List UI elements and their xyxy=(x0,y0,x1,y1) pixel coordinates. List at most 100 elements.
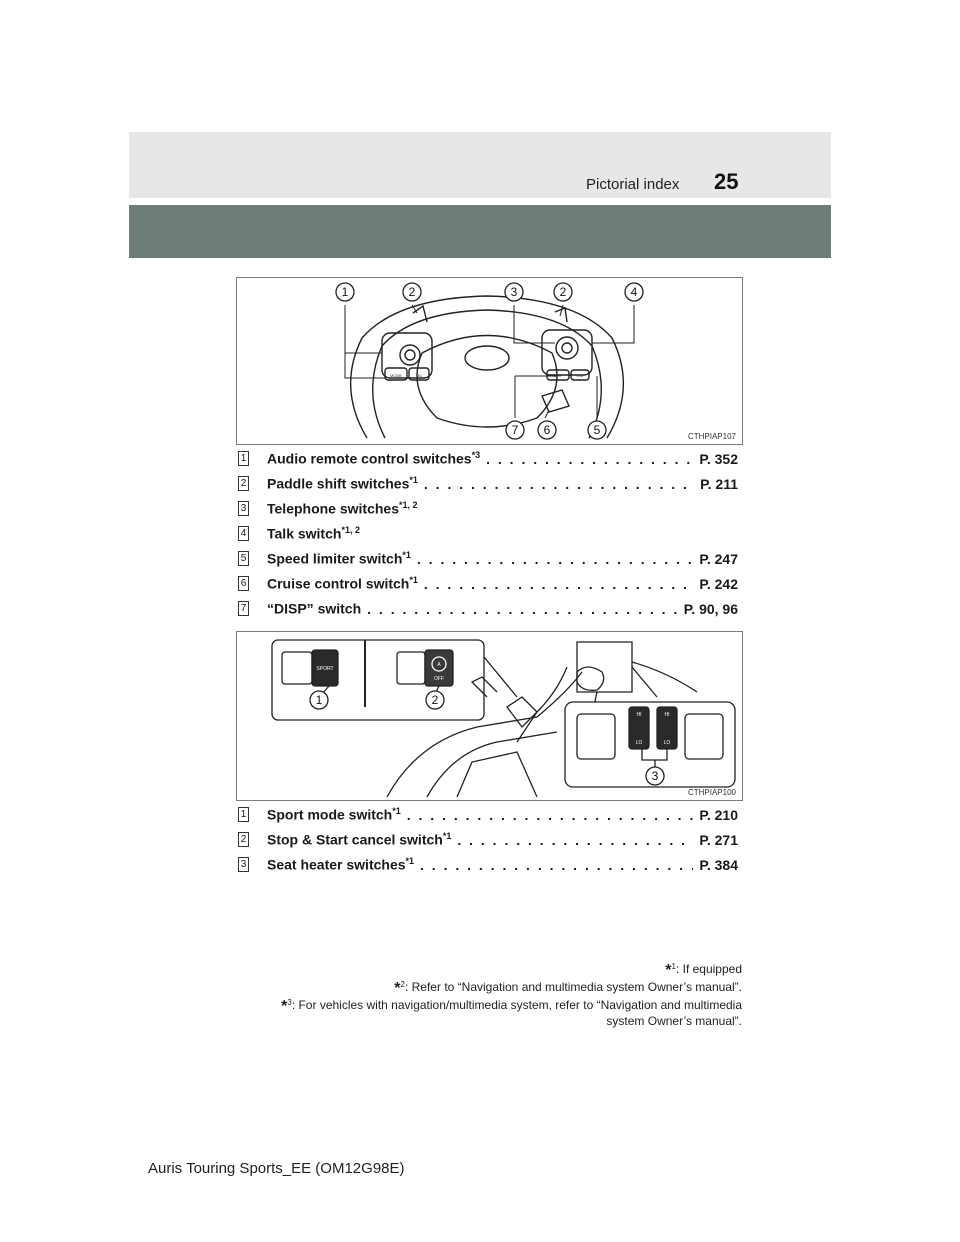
item-number: 1 xyxy=(238,807,249,822)
callout-number: 2 xyxy=(409,285,416,299)
steering-wheel-figure: 1 2 3 2 4 7 6 5 MODE TEL DISP LIM CTHPIA… xyxy=(236,277,743,445)
callout-circle xyxy=(505,420,525,440)
list-item: 2 Stop & Start cancel switch*1 . . . . .… xyxy=(238,827,738,852)
callout-number: 4 xyxy=(631,285,638,299)
auto-switch-label: A xyxy=(437,662,441,668)
callout-circle xyxy=(504,282,524,302)
dot-leader: . . . . . . . . . . . . . . . . . . . . … xyxy=(457,831,693,848)
item-number: 6 xyxy=(238,576,249,591)
page-reference[interactable]: P. 90, 96 xyxy=(683,600,738,617)
callout-circle xyxy=(537,420,557,440)
list-item: 2 Paddle shift switches*1 . . . . . . . … xyxy=(238,471,738,496)
list-item: 6 Cruise control switch*1 . . . . . . . … xyxy=(238,571,738,596)
callout-number: 5 xyxy=(594,423,601,437)
item-number: 2 xyxy=(238,476,249,491)
console-switch-list: 1 Sport mode switch*1 . . . . . . . . . … xyxy=(238,802,738,877)
item-name: Paddle shift switches xyxy=(267,475,410,492)
list-item: 1 Audio remote control switches*3 . . . … xyxy=(238,446,738,471)
off-switch-label: OFF xyxy=(434,676,444,682)
item-number: 5 xyxy=(238,551,249,566)
lo-label: LO xyxy=(664,740,671,746)
disp-switch-label: DISP xyxy=(553,373,563,378)
page-reference[interactable]: P. 242 xyxy=(699,575,738,592)
item-name: “DISP” switch xyxy=(267,600,362,617)
figure-code: CTHPIAP100 xyxy=(687,788,736,797)
header-bar xyxy=(129,132,831,198)
page-number: 25 xyxy=(714,169,739,194)
section-title: Pictorial index xyxy=(586,176,680,193)
dot-leader: . . . . . . . . . . . . . . . . . . . . … xyxy=(416,550,694,567)
item-number: 2 xyxy=(238,832,249,847)
callout-number: 3 xyxy=(511,285,518,299)
list-item: 5 Speed limiter switch*1 . . . . . . . .… xyxy=(238,546,738,571)
callout-circle xyxy=(553,282,573,302)
item-footnote-mark: *1 xyxy=(409,475,418,486)
item-number: 3 xyxy=(238,857,249,872)
footnote: *2: Refer to “Navigation and multimedia … xyxy=(394,980,742,997)
page-reference[interactable]: P. 384 xyxy=(699,856,738,873)
item-number: 3 xyxy=(238,501,249,516)
console-figure: 1 2 3 SPORT A OFF HI LO HI LO CTHPIAP100 xyxy=(236,631,743,801)
page-reference[interactable]: P. 210 xyxy=(699,806,738,823)
console-illustration: 1 2 3 SPORT A OFF HI LO HI LO xyxy=(271,639,736,798)
item-name: Telephone switches xyxy=(267,500,399,517)
item-name: Speed limiter switch xyxy=(267,550,403,567)
item-number: 4 xyxy=(238,526,249,541)
dot-leader: . . . . . . . . . . . . . . . . . . . . … xyxy=(423,575,693,592)
item-footnote-mark: *1 xyxy=(442,831,452,842)
callout-circle xyxy=(309,690,329,710)
callout-number: 3 xyxy=(652,769,659,783)
item-name: Seat heater switches xyxy=(267,856,406,873)
footnote: *3: For vehicles with navigation/multime… xyxy=(281,998,742,1015)
footnotes: *1: If equipped *2: Refer to “Navigation… xyxy=(182,960,742,1028)
callout-circle xyxy=(335,282,355,302)
item-footnote-mark: *1 xyxy=(402,550,411,561)
callout-circle xyxy=(402,282,422,302)
item-footnote-mark: *1, 2 xyxy=(399,500,418,511)
item-footnote-mark: *3 xyxy=(471,450,481,461)
steering-wheel-illustration: 1 2 3 2 4 7 6 5 MODE TEL DISP LIM xyxy=(335,282,644,440)
item-name: Audio remote control switches xyxy=(267,450,472,467)
item-footnote-mark: *1 xyxy=(405,856,415,867)
lim-switch-label: LIM xyxy=(577,373,584,378)
callout-circle xyxy=(425,690,445,710)
item-name: Stop & Start cancel switch xyxy=(267,831,443,848)
list-item: 3 Seat heater switches*1 . . . . . . . .… xyxy=(238,852,738,877)
page-reference[interactable]: P. 247 xyxy=(699,550,738,567)
item-name: Talk switch xyxy=(267,525,342,542)
manual-footer: Auris Touring Sports_EE (OM12G98E) xyxy=(148,1160,405,1177)
footnote-continuation: system Owner’s manual”. xyxy=(606,1014,742,1028)
tel-switch-label: TEL xyxy=(415,373,423,378)
list-item: 7 “DISP” switch . . . . . . . . . . . . … xyxy=(238,596,738,621)
callout-number: 2 xyxy=(560,285,567,299)
page-reference[interactable]: P. 352 xyxy=(699,450,738,467)
callout-number: 1 xyxy=(342,285,349,299)
steering-switch-list: 1 Audio remote control switches*3 . . . … xyxy=(238,446,738,621)
list-item: 3 Telephone switches*1, 2 xyxy=(238,496,738,521)
dot-leader: . . . . . . . . . . . . . . . . . . . . … xyxy=(367,600,678,617)
lo-label: LO xyxy=(636,740,643,746)
item-footnote-mark: *1 xyxy=(392,806,401,817)
callout-circle xyxy=(624,282,644,302)
item-name: Cruise control switch xyxy=(267,575,410,592)
item-number: 1 xyxy=(238,451,249,466)
callout-number: 2 xyxy=(432,693,439,707)
page-reference[interactable]: P. 271 xyxy=(699,831,738,848)
dot-leader: . . . . . . . . . . . . . . . . . . . . … xyxy=(406,806,694,823)
item-number: 7 xyxy=(238,601,249,616)
dot-leader: . . . . . . . . . . . . . . . . . . . . … xyxy=(486,450,693,467)
dot-leader: . . . . . . . . . . . . . . . . . . . . … xyxy=(420,856,693,873)
list-item: 4 Talk switch*1, 2 xyxy=(238,521,738,546)
callout-number: 1 xyxy=(316,693,323,707)
dot-leader: . . . . . . . . . . . . . . . . . . . . … xyxy=(423,475,694,492)
hi-label: HI xyxy=(637,712,642,718)
item-footnote-mark: *1, 2 xyxy=(341,525,360,536)
figure-code: CTHPIAP107 xyxy=(687,432,736,441)
callout-circle xyxy=(587,420,607,440)
hi-label: HI xyxy=(665,712,670,718)
item-footnote-mark: *1 xyxy=(409,575,418,586)
mode-switch-label: MODE xyxy=(390,373,402,378)
page-reference[interactable]: P. 211 xyxy=(700,475,738,492)
section-band xyxy=(129,205,831,258)
list-item: 1 Sport mode switch*1 . . . . . . . . . … xyxy=(238,802,738,827)
